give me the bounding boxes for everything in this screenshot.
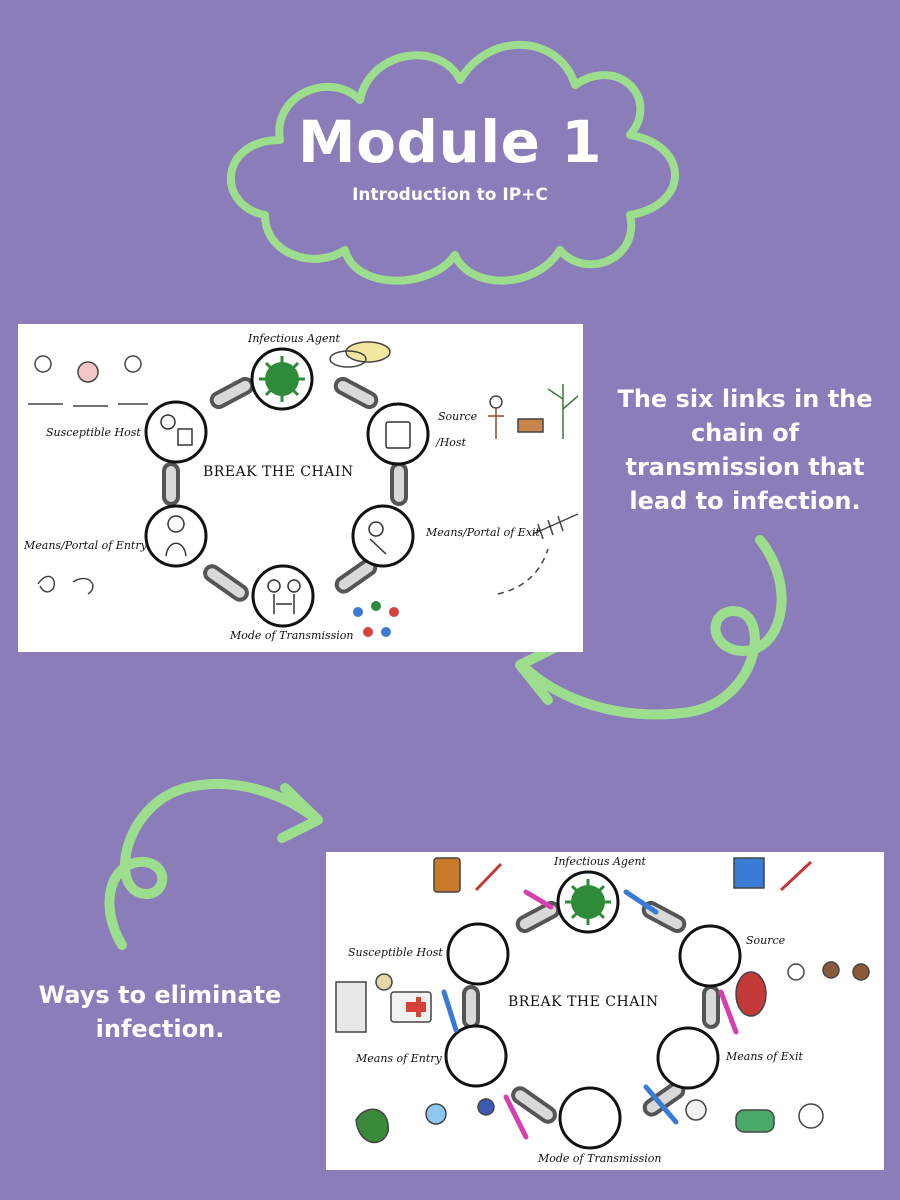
caption-line: lead to infection. bbox=[629, 487, 861, 515]
mouth-icon bbox=[72, 577, 94, 595]
face-mask-icon bbox=[735, 1109, 775, 1133]
label-source: Source bbox=[746, 934, 786, 947]
handwash-icon bbox=[425, 1103, 447, 1125]
human-body-icon bbox=[489, 395, 503, 409]
chain-link bbox=[333, 376, 379, 410]
hazmat-worker-icon bbox=[787, 963, 805, 981]
caption-line: Ways to eliminate bbox=[38, 981, 282, 1009]
patient-icon bbox=[852, 963, 870, 981]
curly-arrow-top bbox=[520, 535, 787, 720]
soap-hands-icon bbox=[685, 1099, 707, 1121]
sink-icon bbox=[335, 981, 367, 1033]
medical-star-icon bbox=[733, 857, 765, 889]
arrow-head-bottom bbox=[277, 783, 323, 843]
people-network-icon bbox=[353, 601, 399, 637]
transmission-circle bbox=[251, 564, 315, 628]
source-circle bbox=[366, 402, 430, 466]
person-icon bbox=[167, 515, 185, 533]
chain-link bbox=[162, 462, 180, 506]
pill-bottle-icon bbox=[433, 857, 461, 893]
chain-link bbox=[462, 985, 480, 1029]
chain-center-title: BREAK THE CHAIN bbox=[508, 994, 659, 1010]
label-host: /Host bbox=[436, 436, 466, 449]
bolt-cutter-icons bbox=[441, 889, 739, 1140]
label-transmission: Mode of Transmission bbox=[230, 629, 354, 642]
caption-eliminate: Ways to eliminate infection. bbox=[20, 978, 300, 1046]
chain-diagram-panel-bottom: BREAK THE CHAIN Infectious Agent Source … bbox=[326, 852, 884, 1170]
doctor-icon bbox=[822, 961, 840, 979]
handshake-icon bbox=[267, 579, 281, 593]
person-sneezing-icon bbox=[368, 521, 384, 537]
label-susceptible-host: Susceptible Host bbox=[348, 946, 443, 959]
label-exit: Means of Exit bbox=[726, 1050, 803, 1063]
chain-link bbox=[203, 564, 249, 602]
chain-diagram-bottom bbox=[335, 857, 870, 1150]
vacuum-icon bbox=[735, 971, 767, 1017]
chain-diagram-panel-top: BREAK THE CHAIN Infectious Agent Source … bbox=[18, 324, 583, 652]
exit-marks-icon bbox=[532, 513, 579, 540]
module-subtitle: Introduction to IP+C bbox=[352, 185, 548, 205]
caption-line: The six links in the bbox=[617, 385, 873, 413]
virus-icon bbox=[259, 356, 305, 402]
people-group-icon bbox=[34, 355, 52, 373]
cough-icon bbox=[798, 1103, 824, 1129]
petri-dish-icon bbox=[345, 341, 391, 363]
caption-line: transmission that bbox=[625, 453, 865, 481]
susceptible-circle bbox=[446, 922, 510, 986]
exit-circle bbox=[351, 504, 415, 568]
plant-icon bbox=[547, 384, 579, 439]
label-transmission: Mode of Transmission bbox=[538, 1152, 662, 1165]
dashed-arrow-icon bbox=[497, 548, 549, 595]
nose-icon bbox=[37, 575, 55, 593]
source-circle bbox=[678, 924, 742, 988]
module-title: Module 1 bbox=[297, 108, 603, 176]
label-entry: Means/Portal of Entry bbox=[24, 539, 147, 552]
chain-link bbox=[515, 900, 561, 934]
label-entry: Means of Entry bbox=[356, 1052, 442, 1065]
chain-link bbox=[702, 985, 720, 1029]
caption-line: chain of bbox=[690, 419, 800, 447]
dog-icon bbox=[517, 418, 544, 433]
chain-diagram-top bbox=[28, 341, 579, 637]
curly-arrow-bottom bbox=[104, 778, 320, 950]
nurse-icon bbox=[160, 414, 176, 430]
caption-line: infection. bbox=[95, 1015, 225, 1043]
syringe-icon bbox=[474, 862, 503, 892]
chain-link bbox=[511, 1086, 557, 1124]
label-susceptible-host: Susceptible Host bbox=[46, 426, 141, 439]
kale-icon bbox=[355, 1108, 389, 1144]
chain-link bbox=[209, 376, 255, 410]
cloud-outline bbox=[227, 41, 679, 285]
susceptible-circle bbox=[144, 400, 208, 464]
label-source: Source bbox=[438, 410, 478, 423]
virus-icon bbox=[565, 879, 611, 925]
label-exit: Means/Portal of Exit bbox=[426, 526, 540, 539]
entry-circle bbox=[444, 1024, 508, 1088]
label-infectious-agent: Infectious Agent bbox=[554, 855, 646, 868]
exit-circle bbox=[656, 1026, 720, 1090]
label-infectious-agent: Infectious Agent bbox=[248, 332, 340, 345]
protective-suit-icon bbox=[375, 973, 393, 991]
surgeon-icon bbox=[477, 1098, 495, 1116]
transmission-circle bbox=[558, 1086, 622, 1150]
chain-link bbox=[390, 462, 408, 506]
thermometer-icon bbox=[779, 860, 813, 892]
caption-six-links: The six links in the chain of transmissi… bbox=[600, 382, 890, 518]
chain-center-title: BREAK THE CHAIN bbox=[203, 464, 354, 480]
entry-circle bbox=[144, 504, 208, 568]
trash-can-icon bbox=[385, 421, 411, 449]
